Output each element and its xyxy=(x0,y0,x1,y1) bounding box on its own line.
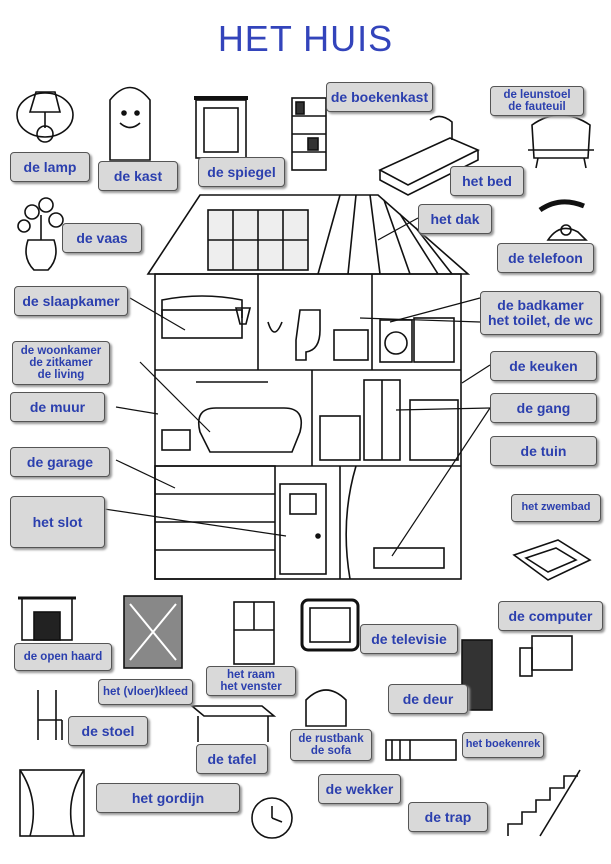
label-de-wekker: de wekker xyxy=(318,774,401,804)
label-de-stoel: de stoel xyxy=(68,716,148,746)
label-het-dak: het dak xyxy=(418,204,492,234)
curtain-icon xyxy=(19,769,85,837)
table-icon xyxy=(189,705,277,742)
lamp-icon xyxy=(16,91,74,143)
label-het-boekenrek: het boekenrek xyxy=(462,732,544,758)
label-de-keuken: de keuken xyxy=(490,351,597,381)
label-de-slaapkamer: de slaapkamer xyxy=(14,286,128,316)
label-de-rustbank: de rustbank de sofa xyxy=(290,729,372,761)
armchair-icon xyxy=(528,114,594,169)
label-de-telefoon: de telefoon xyxy=(497,243,594,273)
window-icon xyxy=(233,601,275,665)
label-de-gang: de gang xyxy=(490,393,597,423)
fireplace-icon xyxy=(18,596,76,641)
bed-icon xyxy=(378,115,480,196)
telephone-icon xyxy=(538,199,588,241)
label-de-deur: de deur xyxy=(388,684,468,714)
label-het-raam: het raam het venster xyxy=(206,666,296,696)
label-de-computer: de computer xyxy=(498,601,603,631)
stairs-icon xyxy=(507,769,581,837)
label-het-slot: het slot xyxy=(10,496,105,548)
label-de-open-haard: de open haard xyxy=(14,643,112,671)
label-het-zwembad: het zwembad xyxy=(511,494,601,522)
label-de-televisie: de televisie xyxy=(360,624,458,654)
label-de-trap: de trap xyxy=(408,802,488,832)
vase-icon xyxy=(17,197,64,271)
label-de-tafel: de tafel xyxy=(196,744,268,774)
pool-icon xyxy=(512,539,592,581)
label-de-badkamer: de badkamer het toilet, de wc xyxy=(480,291,601,335)
chair-icon xyxy=(37,690,63,740)
page-title: HET HUIS xyxy=(217,18,394,59)
label-de-spiegel: de spiegel xyxy=(198,157,285,187)
label-de-tuin: de tuin xyxy=(490,436,597,466)
label-de-boekenkast: de boekenkast xyxy=(326,82,433,112)
label-de-muur: de muur xyxy=(10,392,105,422)
bookshelf-icon xyxy=(385,739,457,761)
mirror-icon xyxy=(194,96,248,159)
house-drawing xyxy=(146,194,471,580)
pointer-lines xyxy=(83,217,491,557)
label-de-woonkamer: de woonkamer de zitkamer de living xyxy=(12,341,110,385)
label-de-lamp: de lamp xyxy=(10,152,90,182)
television-icon xyxy=(300,598,360,652)
label-het-gordijn: het gordijn xyxy=(96,783,240,813)
sofa-icon xyxy=(305,689,347,727)
label-de-leunstoel: de leunstoel de fauteuil xyxy=(490,86,584,116)
label-het-bed: het bed xyxy=(450,166,524,196)
bookcase-icon xyxy=(291,97,327,171)
computer-icon xyxy=(519,635,573,677)
wardrobe-icon xyxy=(109,86,151,161)
label-het-vloerkleed: het (vloer)kleed xyxy=(98,679,193,705)
label-de-garage: de garage xyxy=(10,447,110,477)
label-de-vaas: de vaas xyxy=(62,223,142,253)
label-de-kast: de kast xyxy=(98,161,178,191)
rug-icon xyxy=(123,595,183,669)
alarm-clock-icon xyxy=(251,797,293,839)
